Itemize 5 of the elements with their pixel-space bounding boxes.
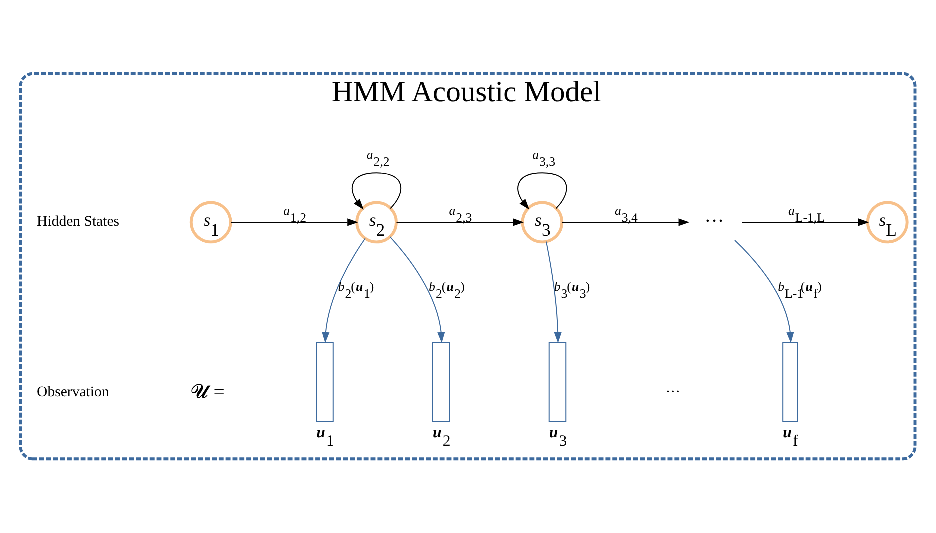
label: 𝓤 = (190, 381, 225, 404)
label: ··· (666, 384, 681, 401)
label: Hidden States (37, 214, 120, 230)
label: Observation (37, 384, 110, 401)
node-text: ··· (704, 210, 724, 232)
